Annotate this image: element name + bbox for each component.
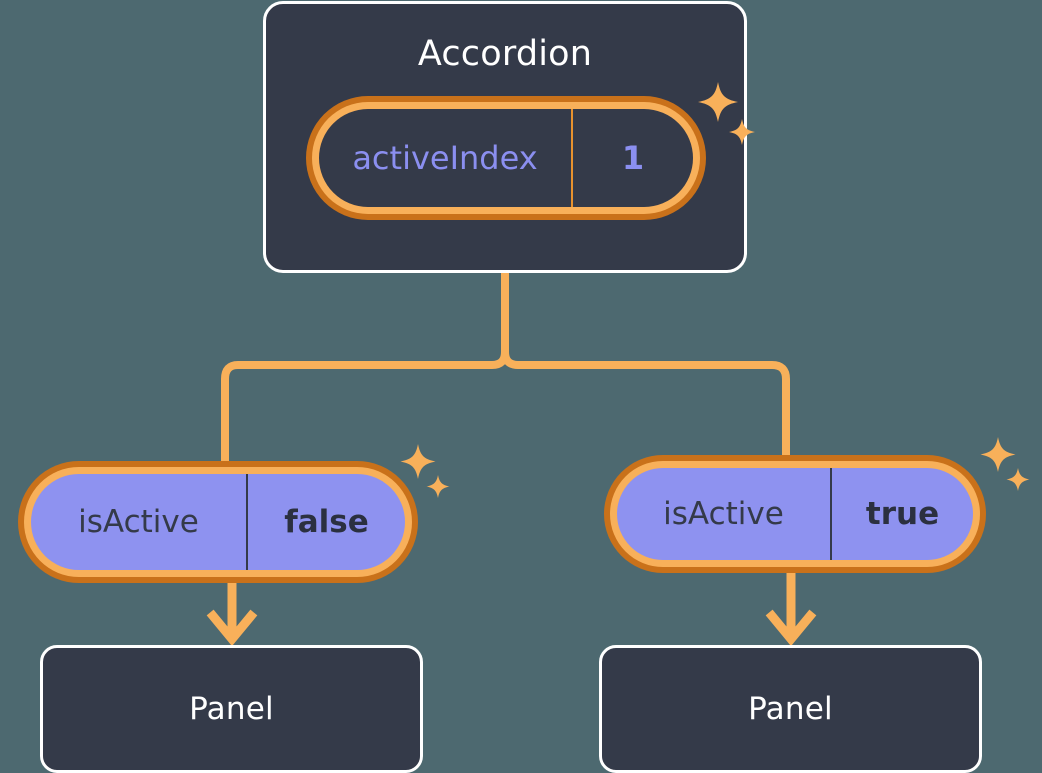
panel-card-left[interactable]: Panel [40, 645, 423, 773]
state-pill-is-active-false[interactable]: isActive false [18, 461, 418, 583]
panel-card-right[interactable]: Panel [599, 645, 982, 773]
state-pill-is-active-true[interactable]: isActive true [604, 455, 986, 573]
pill-inner-ring: isActive true [610, 461, 980, 567]
sparkles-right [978, 435, 1038, 505]
sparkle-large-icon [400, 444, 436, 479]
sparkle-large-icon [980, 437, 1016, 472]
panel-card-left-title: Panel [189, 691, 274, 727]
state-key-active-index: activeIndex [319, 109, 573, 207]
state-key-is-active-right: isActive [617, 468, 832, 560]
sparkle-small-icon [426, 475, 450, 498]
panel-card-right-title: Panel [748, 691, 833, 727]
state-value-is-active-right: true [865, 496, 940, 532]
sparkle-small-icon [1006, 468, 1030, 491]
state-value-active-index: 1 [621, 139, 645, 177]
connector-root-to-branch-split [501, 269, 790, 466]
state-value-is-active-left: false [284, 504, 369, 540]
pill-body: isActive true [617, 468, 973, 560]
accordion-card-title: Accordion [417, 34, 593, 74]
state-pill-active-index[interactable]: activeIndex 1 [306, 96, 706, 220]
state-key-is-active-left: isActive [31, 474, 248, 570]
pill-inner-ring: activeIndex 1 [312, 102, 700, 214]
pill-inner-ring: isActive false [24, 467, 412, 577]
pill-body: isActive false [31, 474, 405, 570]
arrowhead-right-panel [765, 609, 817, 647]
connector-branch-to-left [221, 348, 509, 472]
arrowhead-left-panel [206, 609, 258, 647]
pill-body: activeIndex 1 [319, 109, 693, 207]
